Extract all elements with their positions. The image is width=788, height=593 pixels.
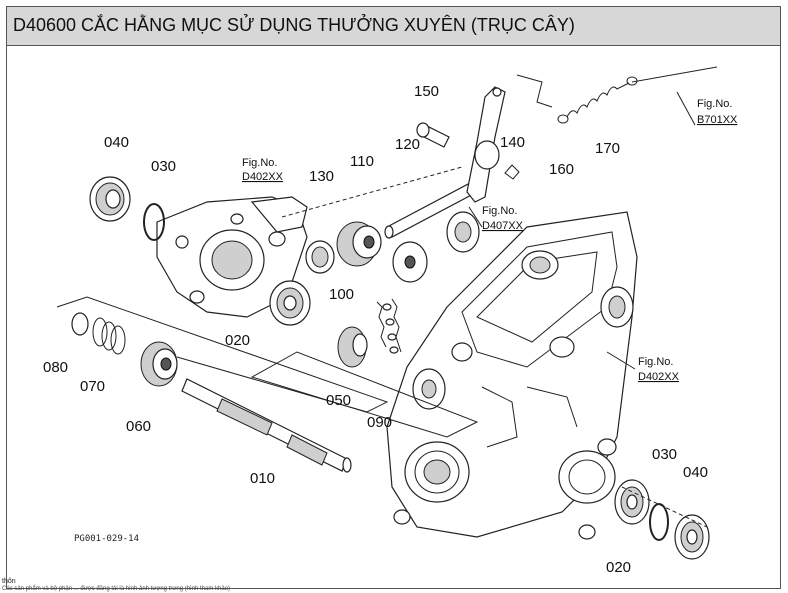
figref-d402-right-code: D402XX <box>638 371 680 383</box>
leader-d407 <box>468 206 483 228</box>
callout-020-left: 020 <box>225 332 250 349</box>
callout-040-left: 040 <box>104 134 129 151</box>
callout-030-left: 030 <box>151 158 176 175</box>
clip-160 <box>504 164 520 180</box>
callout-160: 160 <box>549 161 574 178</box>
figref-b701-label: Fig.No. <box>697 98 732 110</box>
callout-080: 080 <box>43 359 68 376</box>
sprocket-upper <box>392 211 480 283</box>
figref-d407-code: D407XX <box>482 220 524 232</box>
figref-d402-right-label: Fig.No. <box>638 356 673 368</box>
bearing-020-left <box>269 280 311 326</box>
callout-010: 010 <box>250 470 275 487</box>
chain-100 <box>376 298 402 354</box>
bearing-020-right <box>614 479 650 525</box>
spring-070 <box>92 317 126 355</box>
lever-140 <box>466 86 506 203</box>
callout-090: 090 <box>367 414 392 431</box>
snap-ring-030-right <box>649 503 669 541</box>
leader-b701 <box>676 91 696 126</box>
dash-line-right <box>621 486 708 528</box>
gearcase-housing <box>386 211 638 540</box>
title-bar: D40600 CẮC HẰNG MỤC SỬ DỤNG THƯỞNG XUYÊN… <box>7 7 780 46</box>
shaft-010 <box>181 378 352 473</box>
bracket-top <box>516 74 553 108</box>
footer-note: thôn <box>2 578 16 585</box>
callout-030-right: 030 <box>652 446 677 463</box>
figref-b701-code: B701XX <box>697 114 738 126</box>
figref-d402-upper-label: Fig.No. <box>242 157 277 169</box>
callout-100: 100 <box>329 286 354 303</box>
page-title: D40600 CẮC HẰNG MỤC SỬ DỤNG THƯỞNG XUYÊN… <box>13 15 575 35</box>
callout-150: 150 <box>414 83 439 100</box>
drawing-code: PG001-029-14 <box>74 534 139 544</box>
bevel-gear-110 <box>336 221 382 267</box>
snap-ring-030-left <box>143 203 165 241</box>
callout-050: 050 <box>326 392 351 409</box>
bearing-130 <box>305 240 335 274</box>
footer-disclaimer: Các sản phẩm và bộ phận ... được đăng tả… <box>2 586 231 592</box>
pin-150 <box>416 122 450 148</box>
dash-line-upper <box>281 166 463 218</box>
callout-140: 140 <box>500 134 525 151</box>
ref-arrow-b701 <box>631 66 718 83</box>
figref-d407-label: Fig.No. <box>482 205 517 217</box>
spring-170 <box>557 76 638 124</box>
washer-080 <box>71 312 89 336</box>
callout-130: 130 <box>309 168 334 185</box>
callout-020-right: 020 <box>606 559 631 576</box>
figref-d402-upper-code: D402XX <box>242 171 284 183</box>
callout-040-right: 040 <box>683 464 708 481</box>
group-outline-left <box>56 296 389 413</box>
callout-060: 060 <box>126 418 151 435</box>
leader-d402-right <box>606 351 636 370</box>
gear-060 <box>140 341 178 387</box>
callout-110: 110 <box>350 153 374 170</box>
sprocket-090 <box>412 368 446 410</box>
callout-120: 120 <box>395 136 420 153</box>
seal-040-right <box>674 514 710 560</box>
callout-170: 170 <box>595 140 620 157</box>
group-outline-middle <box>250 351 479 438</box>
bearing-040-left <box>89 176 131 222</box>
bevel-gear-050 <box>337 326 368 368</box>
upper-housing <box>156 196 308 318</box>
callout-070: 070 <box>80 378 105 395</box>
diagram-frame: D40600 CẮC HẰNG MỤC SỬ DỤNG THƯỞNG XUYÊN… <box>6 6 781 589</box>
parts-diagram: 150 140 160 170 120 110 130 040 030 020 … <box>43 66 738 576</box>
